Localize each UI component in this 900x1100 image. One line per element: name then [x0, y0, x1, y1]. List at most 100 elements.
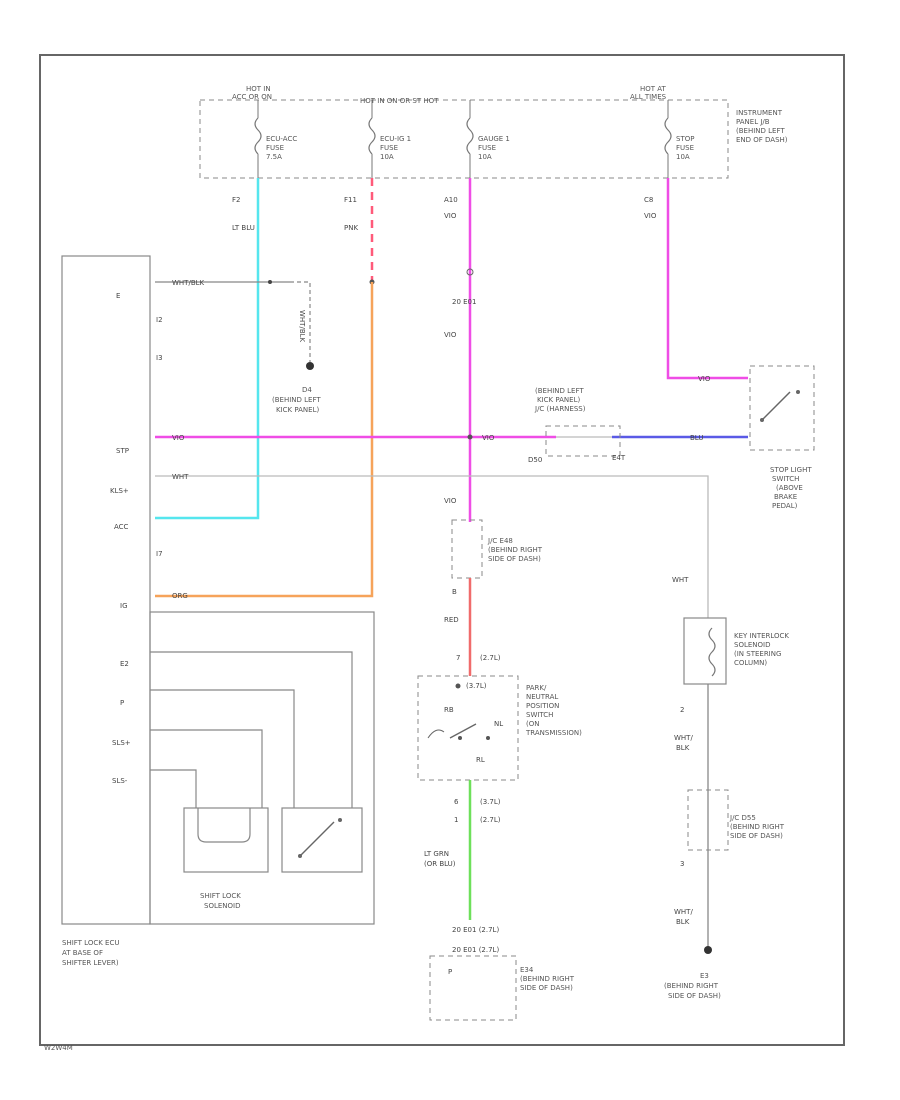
svg-text:D4: D4	[302, 386, 312, 394]
svg-text:END OF DASH): END OF DASH)	[736, 136, 788, 144]
svg-text:COLUMN): COLUMN)	[734, 659, 767, 667]
svg-text:SIDE OF DASH): SIDE OF DASH)	[488, 555, 541, 563]
fuse-ecu-acc: ECU-ACC FUSE 7.5A	[254, 105, 297, 178]
jc-left-kick	[545, 425, 621, 457]
wire-label-vio-stp: VIO	[172, 434, 185, 442]
svg-text:J/C D55: J/C D55	[729, 814, 756, 822]
svg-text:STOP: STOP	[676, 135, 694, 143]
svg-text:(BEHIND RIGHT: (BEHIND RIGHT	[488, 546, 543, 554]
ground-d4-point	[306, 362, 314, 370]
svg-text:(BEHIND LEFT: (BEHIND LEFT	[272, 396, 321, 404]
svg-text:TRANSMISSION): TRANSMISSION)	[525, 729, 582, 737]
connector-e4t: E4T	[612, 454, 626, 462]
wire-label-lt-blu: LT BLU	[232, 224, 255, 232]
svg-text:SHIFTER LEVER): SHIFTER LEVER)	[62, 959, 119, 967]
svg-text:E2: E2	[120, 660, 129, 668]
svg-text:(BEHIND RIGHT: (BEHIND RIGHT	[730, 823, 785, 831]
splice-vio-label: 20 E01	[452, 298, 476, 306]
svg-text:FUSE: FUSE	[266, 144, 284, 152]
shift-lock-ecu	[61, 255, 151, 925]
svg-text:BRAKE: BRAKE	[774, 493, 797, 501]
svg-text:I3: I3	[156, 354, 163, 362]
wire-org	[155, 282, 374, 598]
ground-d4-label: D4 (BEHIND LEFT KICK PANEL)	[272, 386, 321, 414]
svg-text:STOP LIGHT: STOP LIGHT	[770, 466, 812, 474]
svg-text:7.5A: 7.5A	[266, 153, 282, 161]
hot-at-all-line2: ALL TIMES	[630, 93, 667, 101]
connector-d50: D50	[528, 456, 542, 464]
svg-text:KICK PANEL): KICK PANEL)	[537, 396, 580, 404]
svg-text:SLS-: SLS-	[112, 777, 128, 785]
hot-in-acc-line2: ACC OR ON	[232, 93, 272, 101]
svg-text:PANEL J/B: PANEL J/B	[736, 118, 770, 126]
svg-text:(BEHIND LEFT: (BEHIND LEFT	[535, 387, 584, 395]
svg-text:P: P	[448, 968, 452, 976]
svg-text:INSTRUMENT: INSTRUMENT	[736, 109, 783, 117]
svg-text:I2: I2	[156, 316, 163, 324]
jc-left-kick-label: (BEHIND LEFT KICK PANEL) J/C (HARNESS)	[534, 387, 586, 413]
connector-e34	[429, 955, 517, 1021]
wire-vio-stop	[666, 178, 748, 380]
svg-text:10A: 10A	[676, 153, 690, 161]
park-neutral-label: PARK/ NEUTRAL POSITION SWITCH (ON TRANSM…	[525, 684, 582, 737]
svg-text:PARK/: PARK/	[526, 684, 547, 692]
svg-text:FUSE: FUSE	[380, 144, 398, 152]
hot-at-all-line1: HOT AT	[640, 85, 667, 93]
svg-text:I7: I7	[156, 550, 163, 558]
svg-text:E: E	[116, 292, 120, 300]
footer-code: W2W4M	[44, 1044, 73, 1052]
svg-text:(ON: (ON	[526, 720, 539, 728]
pin-e48-b: B	[452, 588, 457, 596]
fuse-ecu-ig1: ECU-IG 1 FUSE 10A	[368, 105, 411, 178]
svg-text:E3: E3	[700, 972, 709, 980]
shift-lock-solenoid-label: SHIFT LOCK SOLENOID	[200, 892, 241, 910]
svg-text:PEDAL): PEDAL)	[772, 502, 798, 510]
svg-text:GAUGE 1: GAUGE 1	[478, 135, 510, 143]
wire-label-wht-blk-vert: WHT/BLK	[298, 310, 306, 343]
e34-pins: 20 E01 (2.7L) 20 E01 (2.7L)	[452, 926, 499, 954]
wire-lt-blu	[155, 178, 260, 520]
diagram-frame	[39, 54, 845, 1046]
svg-text:1: 1	[454, 816, 458, 824]
wire-label-blk-ki: BLK	[676, 744, 690, 752]
e34-label: E34 (BEHIND RIGHT SIDE OF DASH)	[520, 966, 575, 992]
pin-d55-3: 3	[680, 860, 684, 868]
svg-text:6: 6	[454, 798, 459, 806]
svg-text:POSITION: POSITION	[526, 702, 559, 710]
pin-ki-2: 2	[680, 706, 684, 714]
key-interlock-solenoid	[683, 617, 727, 685]
svg-text:(ABOVE: (ABOVE	[776, 484, 803, 492]
pin-pn-7: 7	[456, 654, 460, 662]
svg-text:E34: E34	[520, 966, 534, 974]
svg-text:SHIFT LOCK ECU: SHIFT LOCK ECU	[62, 939, 119, 947]
shift-lock-switch	[281, 807, 363, 873]
wire-label-vio-switch: VIO	[698, 375, 711, 383]
jc-d55	[687, 789, 729, 851]
jc-e48	[451, 519, 483, 579]
svg-text:SIDE OF DASH): SIDE OF DASH)	[668, 992, 721, 1000]
shift-lock-ecu-label: SHIFT LOCK ECU AT BASE OF SHIFTER LEVER)	[62, 939, 119, 967]
fuse-block	[199, 99, 729, 179]
ground-e3-point	[704, 946, 712, 954]
svg-text:SIDE OF DASH): SIDE OF DASH)	[730, 832, 783, 840]
svg-text:SIDE OF DASH): SIDE OF DASH)	[520, 984, 573, 992]
wire-label-or-blu: (OR BLU)	[424, 860, 456, 868]
svg-text:10A: 10A	[380, 153, 394, 161]
wire-label-vio-top: VIO	[444, 212, 457, 220]
svg-text:20 E01 (2.7L): 20 E01 (2.7L)	[452, 926, 499, 934]
svg-text:NEUTRAL: NEUTRAL	[526, 693, 558, 701]
svg-text:10A: 10A	[478, 153, 492, 161]
svg-text:KLS+: KLS+	[110, 487, 129, 495]
svg-text:J/C E48: J/C E48	[487, 537, 513, 545]
key-interlock-label: KEY INTERLOCK SOLENOID (IN STEERING COLU…	[734, 632, 789, 667]
svg-text:P: P	[120, 699, 124, 707]
pin-pn-27: (2.7L)	[480, 654, 501, 662]
svg-text:SHIFT LOCK: SHIFT LOCK	[200, 892, 241, 900]
wire-label-red: RED	[444, 616, 459, 624]
svg-text:FUSE: FUSE	[676, 144, 694, 152]
pn-pin-nl: NL	[494, 720, 503, 728]
svg-text:(3.7L): (3.7L)	[480, 798, 501, 806]
wire-label-org: ORG	[172, 592, 188, 600]
pn-pin-rb: RB	[444, 706, 454, 714]
